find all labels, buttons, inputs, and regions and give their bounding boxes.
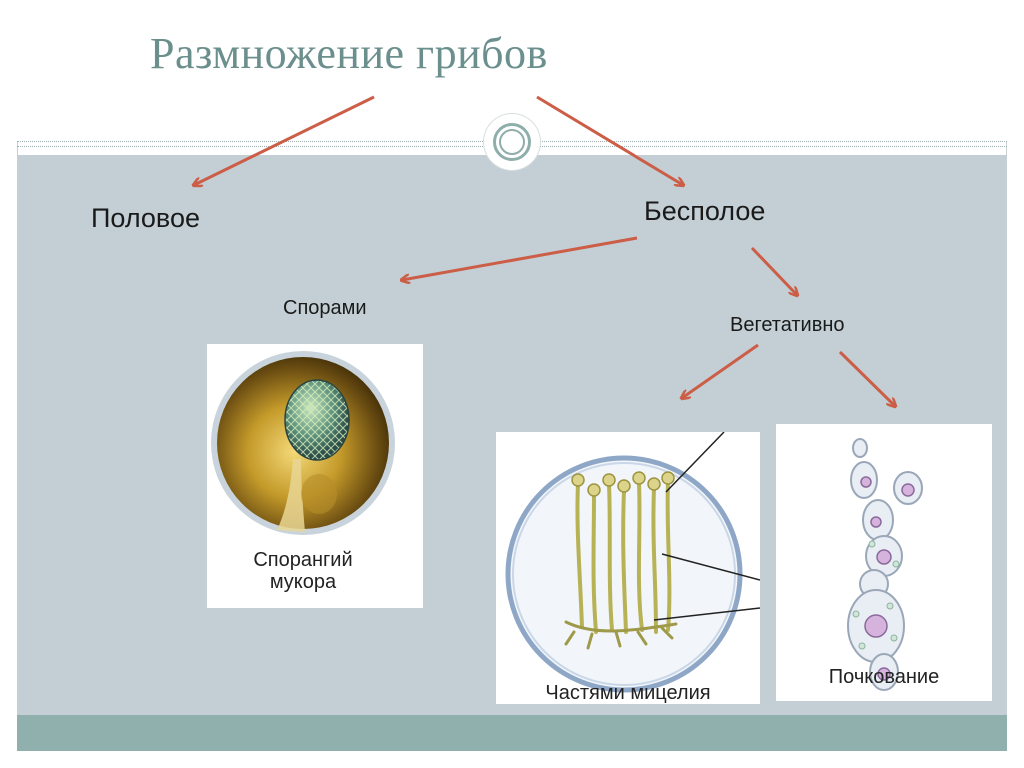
arrow-to-mycelium — [682, 345, 758, 398]
arrow-to-budding — [840, 352, 895, 406]
arrow-to-asexual — [537, 97, 683, 185]
arrow-to-vegetative — [752, 248, 797, 295]
node-sexual: Половое — [91, 203, 200, 234]
arrow-to-sexual — [194, 97, 374, 185]
mycelium-image: Частями мицелия — [496, 432, 760, 704]
node-vegetative: Вегетативно — [730, 314, 845, 337]
arrow-to-spores — [402, 238, 637, 280]
budding-illustration — [776, 424, 992, 701]
node-spores: Спорами — [283, 297, 367, 320]
budding-image: Почкование — [776, 424, 992, 701]
mycelium-caption: Частями мицелия — [496, 682, 760, 704]
sporangium-image: Спорангий мукора — [207, 344, 423, 608]
mycelium-illustration — [496, 432, 760, 704]
node-asexual: Бесполое — [644, 196, 765, 227]
budding-caption: Почкование — [776, 666, 992, 689]
sporangium-caption: Спорангий мукора — [207, 549, 399, 593]
